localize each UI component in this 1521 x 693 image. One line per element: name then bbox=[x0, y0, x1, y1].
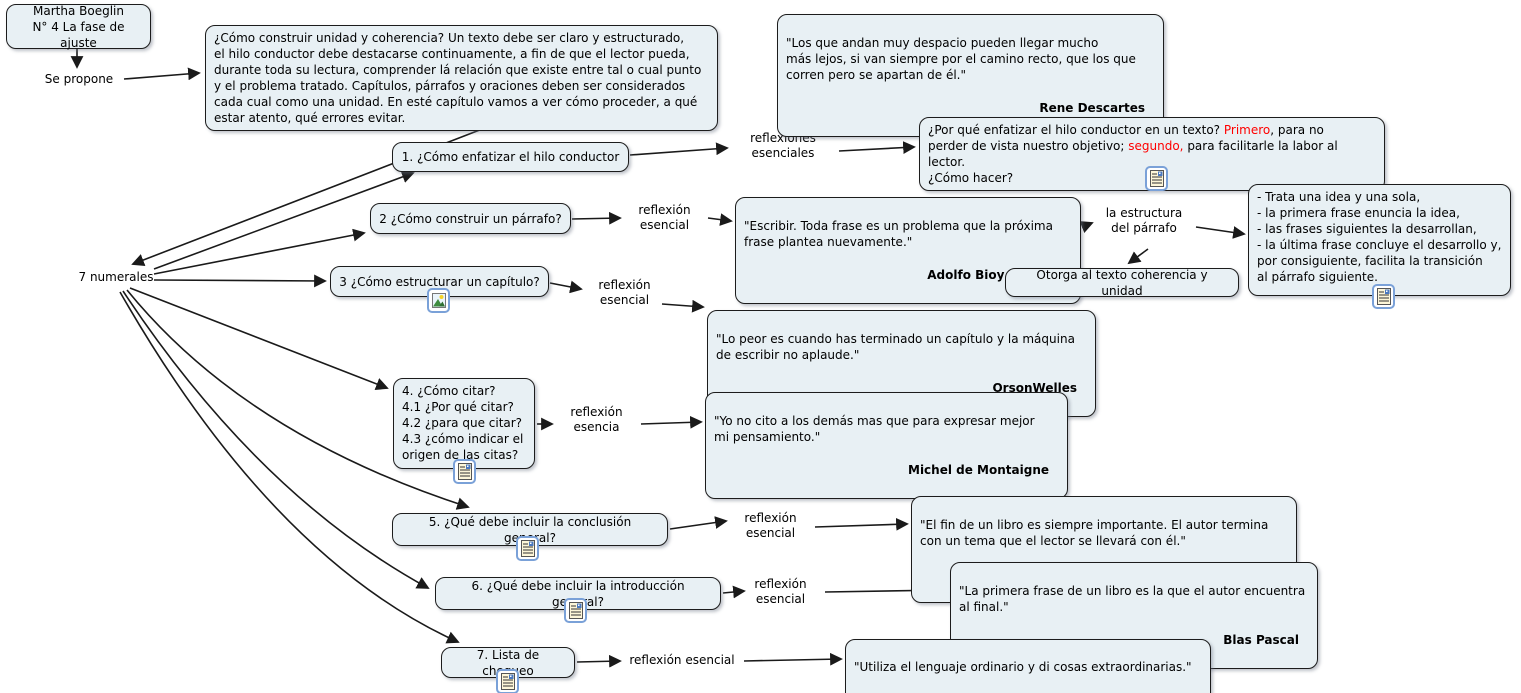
quote-montaigne-text: "Yo no cito a los demás mas que para exp… bbox=[714, 414, 1035, 444]
document-glyph bbox=[520, 540, 535, 557]
quote-pascal-author: Blas Pascal bbox=[1223, 633, 1299, 647]
title-node[interactable]: Martha Boeglin N° 4 La fase de ajuste bbox=[6, 4, 151, 50]
text-resource-icon[interactable] bbox=[564, 598, 587, 623]
document-glyph bbox=[457, 463, 472, 480]
picture-glyph bbox=[431, 293, 446, 308]
reflexion-esencia-link-label-4[interactable]: reflexión esencia bbox=[570, 405, 623, 434]
quote-welles-text: "Lo peor es cuando has terminado un capí… bbox=[716, 332, 1075, 362]
document-glyph bbox=[500, 673, 515, 690]
quote-schopenhauer-text: "Utiliza el lenguaje ordinario y di cosa… bbox=[854, 660, 1192, 674]
quote-descartes-text: "Los que andan muy despacio pueden llega… bbox=[786, 36, 1136, 82]
text-resource-icon[interactable] bbox=[1145, 166, 1168, 191]
quote-welles-author: OrsonWelles bbox=[992, 381, 1077, 395]
quote-pascal-text: "La primera frase de un libro es la que … bbox=[959, 584, 1306, 614]
quote-marjerat-text: "El fin de un libro es siempre important… bbox=[920, 518, 1269, 548]
estructura-parrafo-link-label[interactable]: la estructura del párrafo bbox=[1105, 206, 1183, 235]
reflexion-esencial-link-label-5[interactable]: reflexión esencial bbox=[744, 511, 797, 540]
se-propone-link-label[interactable]: Se propone bbox=[44, 72, 114, 86]
question-1-node[interactable]: 1. ¿Cómo enfatizar el hilo conductor bbox=[392, 142, 629, 172]
quote-descartes-author: Rene Descartes bbox=[1039, 101, 1145, 115]
document-glyph bbox=[1149, 170, 1164, 187]
document-glyph bbox=[1376, 288, 1391, 305]
quote-bioy-text: "Escribir. Toda frase es un problema que… bbox=[744, 219, 1053, 249]
question-6-node[interactable]: 6. ¿Qué debe incluir la introducción gen… bbox=[435, 577, 721, 610]
question-2-node[interactable]: 2 ¿Cómo construir un párrafo? bbox=[370, 203, 571, 234]
text-resource-icon[interactable] bbox=[453, 459, 476, 484]
numerales-link-label[interactable]: 7 numerales bbox=[78, 270, 154, 284]
reflexion-esencial-link-label-2[interactable]: reflexión esencial bbox=[638, 203, 691, 232]
question-4-node[interactable]: 4. ¿Cómo citar? 4.1 ¿Por qué citar? 4.2 … bbox=[393, 378, 535, 469]
text-resource-icon[interactable] bbox=[516, 536, 539, 561]
quote-schopenhauer-node[interactable]: "Utiliza el lenguaje ordinario y di cosa… bbox=[845, 639, 1211, 693]
trata-idea-node[interactable]: - Trata una idea y una sola, - la primer… bbox=[1248, 184, 1511, 296]
quote-montaigne-author: Michel de Montaigne bbox=[908, 463, 1049, 477]
intro-node[interactable]: ¿Cómo construir unidad y coherencia? Un … bbox=[205, 25, 718, 131]
question-3-node[interactable]: 3 ¿Cómo estructurar un capítulo? bbox=[330, 266, 549, 297]
text-resource-icon[interactable] bbox=[496, 669, 519, 693]
image-resource-icon[interactable] bbox=[427, 288, 450, 313]
text-resource-icon[interactable] bbox=[1372, 284, 1395, 309]
reflexion-esencial-link-label-3[interactable]: reflexión esencial bbox=[598, 278, 651, 307]
quote-descartes-node[interactable]: "Los que andan muy despacio pueden llega… bbox=[777, 14, 1164, 137]
reflexion-esencial-link-label-6[interactable]: reflexión esencial bbox=[754, 577, 807, 606]
quote-montaigne-node[interactable]: "Yo no cito a los demás mas que para exp… bbox=[705, 392, 1068, 499]
otorga-node[interactable]: Otorga al texto coherencia y unidad bbox=[1005, 268, 1239, 298]
reflexion-esencial-link-label-7[interactable]: reflexión esencial bbox=[629, 653, 735, 667]
document-glyph bbox=[568, 602, 583, 619]
